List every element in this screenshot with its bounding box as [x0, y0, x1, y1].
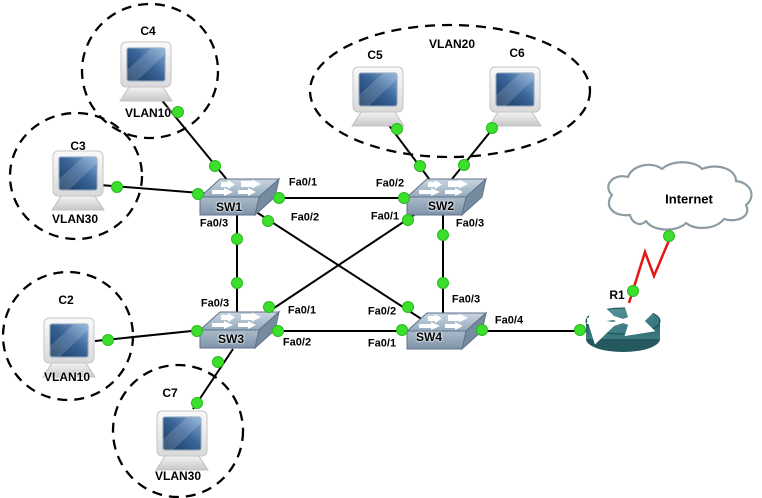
port-label-sw2-fa0-3: Fa0/3 — [455, 217, 485, 230]
device-label-c6: C6 — [509, 46, 525, 60]
port-label-sw1-fa0-1: Fa0/1 — [288, 176, 318, 189]
status-dot — [231, 233, 243, 245]
port-label-sw3-fa0-1: Fa0/1 — [287, 304, 317, 317]
status-dot — [396, 324, 408, 336]
status-dot — [192, 188, 204, 200]
status-dot — [209, 160, 221, 172]
device-label-internet: Internet — [665, 191, 713, 207]
status-dot — [398, 192, 410, 204]
status-dot — [476, 324, 488, 336]
status-dot — [191, 397, 203, 409]
vlan-ellipse-c4 — [80, 2, 220, 140]
status-dot — [272, 325, 284, 337]
port-label-sw2-fa0-2: Fa0/2 — [375, 177, 405, 190]
device-label-sw1: SW1 — [215, 200, 243, 214]
device-label-sw2: SW2 — [427, 199, 455, 213]
router-icon-r1[interactable] — [586, 308, 660, 352]
pc-icon-c2[interactable] — [42, 317, 96, 378]
port-label-sw4-fa0-2: Fa0/2 — [367, 305, 397, 318]
vlan-ellipse-c2 — [1, 270, 135, 402]
device-label-c7: C7 — [162, 386, 178, 400]
pc-icon-c6[interactable] — [488, 66, 542, 127]
status-dot — [212, 356, 224, 368]
link-status-dots — [102, 106, 675, 409]
device-label-sw3: SW3 — [217, 332, 245, 346]
status-dot — [263, 301, 275, 313]
status-dot — [231, 277, 243, 289]
device-label-c5: C5 — [367, 48, 383, 62]
vlan-label-c4: VLAN10 — [124, 106, 172, 120]
port-label-sw3-fa0-3: Fa0/3 — [200, 297, 230, 310]
port-label-sw1-fa0-3: Fa0/3 — [199, 217, 229, 230]
vlan-ellipse-c3 — [8, 111, 144, 241]
device-label-c3: C3 — [70, 139, 86, 153]
status-dot — [172, 106, 184, 118]
status-dot — [102, 334, 114, 346]
pc-icon-c5[interactable] — [351, 66, 405, 127]
status-dot — [262, 215, 274, 227]
status-dot — [402, 214, 414, 226]
vlan-label-c2: VLAN10 — [43, 370, 91, 384]
status-dot — [458, 159, 470, 171]
port-label-sw4-fa0-4: Fa0/4 — [494, 314, 524, 327]
status-dot — [574, 324, 586, 336]
status-dot — [191, 325, 203, 337]
status-dot — [391, 123, 403, 135]
vlan-label-c7: VLAN30 — [154, 469, 202, 483]
status-dot — [437, 277, 449, 289]
port-label-sw4-fa0-1: Fa0/1 — [367, 337, 397, 350]
port-label-sw4-fa0-3: Fa0/3 — [451, 293, 481, 306]
status-dot — [663, 230, 675, 242]
device-label-sw4: SW4 — [415, 330, 443, 344]
status-dot — [627, 285, 639, 297]
link-r1-internet-serial[interactable] — [627, 237, 672, 304]
port-label-sw2-fa0-1: Fa0/1 — [370, 210, 400, 223]
status-dot — [437, 229, 449, 241]
vlan-label-c3: VLAN30 — [51, 212, 99, 226]
device-label-c2: C2 — [58, 293, 74, 307]
port-label-sw1-fa0-2: Fa0/2 — [290, 211, 320, 224]
status-dot — [273, 192, 285, 204]
device-label-r1: R1 — [609, 288, 625, 302]
status-dot — [414, 160, 426, 172]
link-sw2-sw3[interactable] — [255, 208, 424, 321]
pc-icon-c3[interactable] — [51, 150, 105, 211]
status-dot — [486, 122, 498, 134]
device-label-c4: C4 — [140, 24, 156, 38]
vlan-ellipse-vlan20 — [308, 23, 592, 159]
status-dot — [402, 301, 414, 313]
port-label-sw3-fa0-2: Fa0/2 — [282, 336, 312, 349]
link-sw1-sw4[interactable] — [249, 207, 424, 321]
vlan-ellipse-c7 — [111, 363, 245, 498]
pc-icon-c4[interactable] — [119, 41, 173, 102]
status-dot — [111, 181, 123, 193]
vlan-label-vlan20: VLAN20 — [428, 37, 476, 51]
pc-icon-c7[interactable] — [155, 410, 209, 471]
